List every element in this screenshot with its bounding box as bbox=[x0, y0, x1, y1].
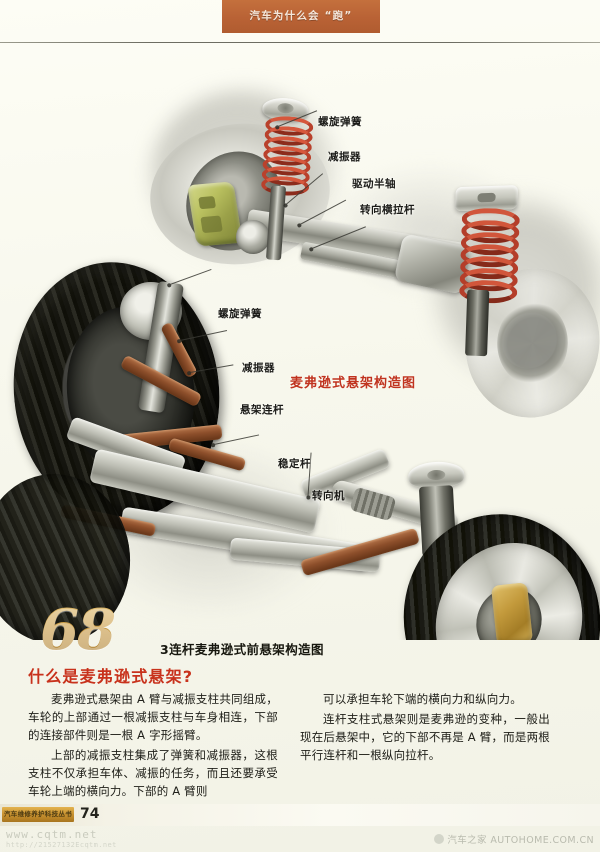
paragraph-right-1: 可以承担车轮下端的横向力和纵向力。 bbox=[323, 692, 522, 706]
article-body: 麦弗逊式悬架由 A 臂与减振支柱共同组成，车轮的上部通过一根减振支柱与车身相连，… bbox=[28, 690, 572, 802]
header-divider bbox=[0, 42, 600, 43]
autohome-logo-icon bbox=[434, 834, 445, 844]
callout-shock-absorber-mid: 减振器 bbox=[242, 362, 275, 374]
footer-bar bbox=[0, 804, 600, 826]
coil-spring-upper bbox=[260, 114, 314, 198]
article-number: 68 bbox=[40, 597, 116, 663]
brake-caliper-gold bbox=[490, 582, 534, 640]
watermark-autohome: 汽车之家 AUTOHOME.COM.CN bbox=[434, 832, 594, 846]
watermark-url-text: www.cqtm.net bbox=[6, 828, 98, 841]
coil-spring-right bbox=[458, 207, 521, 305]
watermark-url: www.cqtm.net http://21527132Ecqtm.net bbox=[6, 828, 117, 849]
page-number: 74 bbox=[80, 806, 100, 822]
macpherson-strut-upper bbox=[247, 96, 314, 261]
callout-steering-tie-rod: 转向横拉杆 bbox=[360, 204, 415, 216]
diagram-title: 麦弗逊式悬架构造图 bbox=[290, 376, 417, 391]
cv-joint bbox=[236, 220, 270, 254]
callout-suspension-link: 悬架连杆 bbox=[240, 404, 284, 416]
callout-drive-halfshaft: 驱动半轴 bbox=[352, 178, 396, 190]
page-footer: 汽车维修养护科技丛书 74 www.cqtm.net http://215271… bbox=[0, 804, 600, 852]
callout-coil-spring-top: 螺旋弹簧 bbox=[318, 116, 362, 128]
watermark-autohome-text: 汽车之家 AUTOHOME.COM.CN bbox=[447, 835, 594, 846]
page-header: 汽车为什么会 “跑” bbox=[0, 0, 600, 43]
series-badge-label: 汽车维修养护科技丛书 bbox=[4, 810, 72, 818]
section-heading: 什么是麦弗逊式悬架? bbox=[28, 667, 194, 686]
steering-rack-boot bbox=[349, 486, 397, 522]
suspension-illustration: 螺旋弹簧 减振器 驱动半轴 转向横拉杆 螺旋弹簧 减振器 悬架连杆 稳定杆 转向… bbox=[0, 44, 600, 640]
figure-caption: 3连杆麦弗逊式前悬架构造图 bbox=[160, 642, 324, 657]
callout-stabilizer-bar: 稳定杆 bbox=[278, 458, 311, 470]
series-badge: 汽车维修养护科技丛书 bbox=[2, 807, 74, 822]
leader-line-coil-spring-mid bbox=[169, 268, 212, 285]
callout-coil-spring-mid: 螺旋弹簧 bbox=[218, 308, 262, 320]
header-banner: 汽车为什么会 “跑” bbox=[222, 0, 380, 33]
paragraph-left-1: 麦弗逊式悬架由 A 臂与减振支柱共同组成，车轮的上部通过一根减振支柱与车身相连，… bbox=[28, 692, 278, 742]
shock-body-right bbox=[465, 289, 490, 357]
callout-steering-gear: 转向机 bbox=[312, 490, 345, 502]
macpherson-strut-right bbox=[445, 185, 521, 357]
article-column-right: 可以承担车轮下端的横向力和纵向力。 连杆支柱式悬架则是麦弗逊的变种，一般出现在后… bbox=[300, 690, 550, 764]
article-column-left: 麦弗逊式悬架由 A 臂与减振支柱共同组成，车轮的上部通过一根减振支柱与车身相连，… bbox=[28, 690, 278, 800]
callout-shock-absorber-top: 减振器 bbox=[328, 151, 361, 163]
header-banner-title: 汽车为什么会 “跑” bbox=[249, 10, 353, 22]
paragraph-right-2: 连杆支柱式悬架则是麦弗逊的变种，一般出现在后悬架中，它的下部不再是 A 臂，而是… bbox=[300, 712, 550, 762]
paragraph-left-2: 上部的减振支柱集成了弹簧和减振器，这根支柱不仅承担车体、减振的任务，而且还要承受… bbox=[28, 748, 278, 798]
brake-caliper-green bbox=[187, 181, 243, 247]
watermark-url-sub: http://21527132Ecqtm.net bbox=[6, 841, 117, 849]
